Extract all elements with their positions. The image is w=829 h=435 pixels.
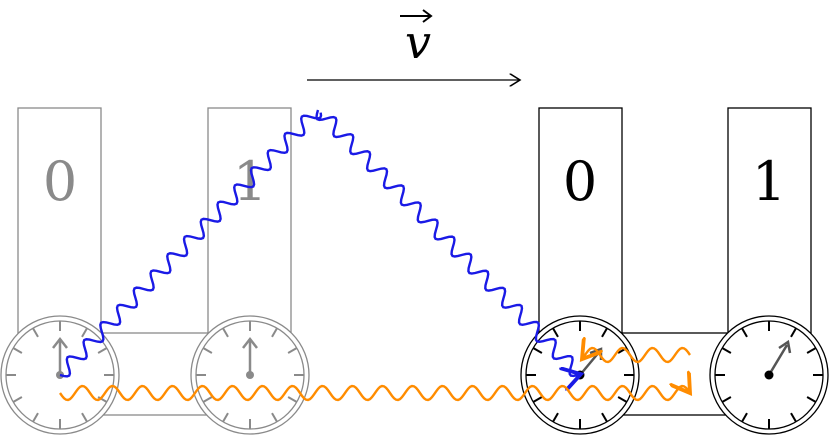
right-clock-b-hand xyxy=(767,344,789,376)
blue-signal-down xyxy=(315,109,581,376)
left-tower-1 xyxy=(207,107,292,339)
left-tower-0 xyxy=(17,107,102,339)
left-tower-1-label: 1 xyxy=(233,150,267,213)
blue-signal-up xyxy=(59,112,323,378)
right-tower-0-label: 0 xyxy=(563,150,597,213)
left-tower-0-label: 0 xyxy=(43,150,77,213)
left-clock-b xyxy=(190,315,310,435)
orange-signal-return xyxy=(582,348,691,364)
velocity-vector-arrow-head xyxy=(422,9,433,23)
right-tower-0 xyxy=(538,107,623,339)
velocity-label: v xyxy=(405,15,431,69)
right-clock-b xyxy=(709,315,829,435)
right-tower-1 xyxy=(727,107,812,339)
velocity-indicator: v xyxy=(307,9,520,80)
right-tower-1-label: 1 xyxy=(752,150,786,213)
orange-signal-long xyxy=(59,386,690,402)
